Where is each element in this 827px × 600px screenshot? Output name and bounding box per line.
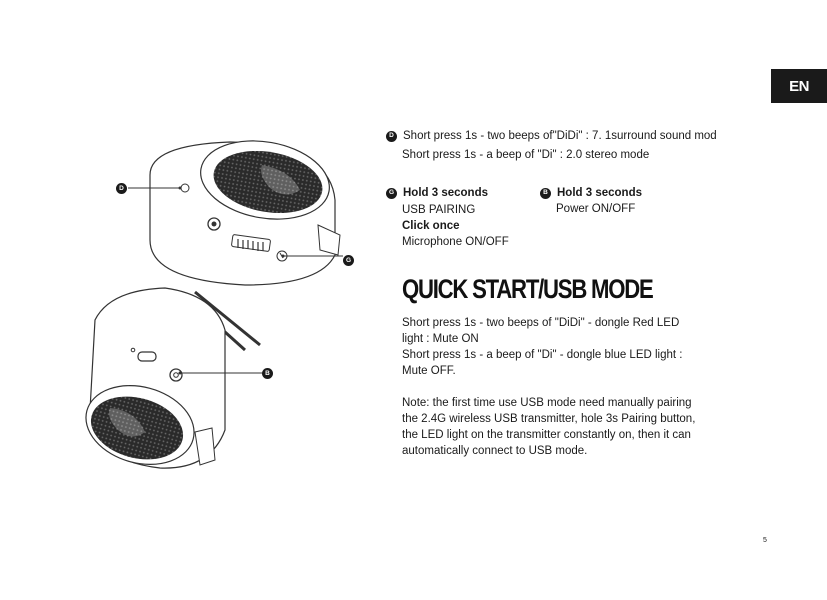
section-d-line1: D Short press 1s - two beeps of"DiDi" : …	[386, 128, 717, 144]
usb-mode-line4: Mute OFF.	[402, 365, 456, 377]
page-number: 5	[763, 537, 767, 544]
section-g-text2: Microphone ON/OFF	[402, 236, 509, 248]
callout-g-badge: G	[343, 255, 354, 266]
section-b-title: Hold 3 seconds	[557, 187, 642, 199]
section-b-badge: B	[540, 187, 551, 199]
section-b-text: Power ON/OFF	[556, 203, 636, 215]
usb-mode-line2: light : Mute ON	[402, 333, 479, 345]
section-g-text1: USB PAIRING	[402, 204, 476, 216]
section-b-header: B Hold 3 seconds	[540, 185, 642, 201]
callout-b-badge: B	[262, 368, 273, 379]
section-g-title2: Click once	[402, 220, 460, 232]
note-line2: the 2.4G wireless USB transmitter, hole …	[402, 413, 696, 425]
usb-mode-line1: Short press 1s - two beeps of "DiDi" - d…	[402, 317, 680, 329]
language-tab: EN	[771, 69, 827, 103]
section-d-text1: Short press 1s - two beeps of"DiDi" : 7.…	[403, 130, 717, 142]
section-d-badge: D	[386, 130, 397, 142]
page-heading: QUICK START/USB MODE	[402, 274, 654, 304]
note-line3: the LED light on the transmitter constan…	[402, 429, 691, 441]
section-g-header: G Hold 3 seconds	[386, 185, 488, 201]
headphone-illustration	[85, 140, 343, 469]
note-line4: automatically connect to USB mode.	[402, 445, 588, 457]
section-g-badge: G	[386, 187, 397, 199]
section-d-text2: Short press 1s - a beep of "Di" : 2.0 st…	[402, 149, 650, 161]
note-line1: Note: the first time use USB mode need m…	[402, 397, 692, 409]
section-g-title1: Hold 3 seconds	[403, 187, 488, 199]
usb-mode-line3: Short press 1s - a beep of "Di" - dongle…	[402, 349, 683, 361]
callout-d-badge: D	[116, 183, 127, 194]
